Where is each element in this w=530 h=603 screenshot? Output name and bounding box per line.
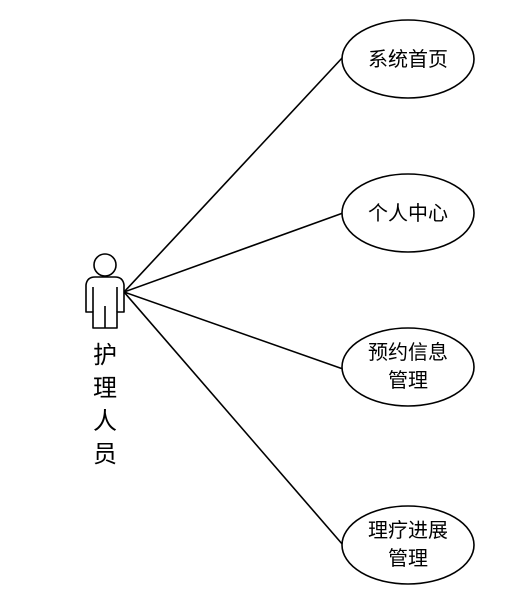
actor-icon — [85, 253, 125, 329]
association-lines — [123, 56, 344, 546]
use-case-personal-center[interactable]: 个人中心 — [341, 173, 475, 253]
use-case-treatment-progress-management[interactable]: 理疗进展 管理 — [341, 505, 475, 585]
use-case-appointment-management[interactable]: 预约信息 管理 — [341, 327, 475, 407]
actor-body — [85, 276, 125, 329]
actor-name-char: 人 — [93, 407, 117, 435]
use-case-ellipse — [341, 505, 475, 585]
actor-name-char: 护 — [93, 341, 117, 369]
use-case-label: 个人中心 — [368, 201, 448, 225]
use-case-label-line-2: 管理 — [388, 546, 428, 570]
use-case-ellipse — [341, 173, 475, 253]
association-line-system-home — [123, 56, 344, 293]
association-line-treatment-progress-management — [123, 291, 344, 546]
actor-name-char: 员 — [93, 440, 117, 468]
actor-name-char: 理 — [93, 374, 117, 402]
association-line-appointment-management — [123, 291, 344, 370]
use-case-label-line-1: 预约信息 — [368, 340, 448, 364]
use-case-ellipse — [341, 327, 475, 407]
use-case-ellipse — [341, 19, 475, 99]
use-case-label-line-2: 管理 — [388, 368, 428, 392]
actor-name: 护 理 人 员 — [93, 341, 117, 468]
use-case-label: 系统首页 — [368, 47, 448, 71]
use-case-system-home[interactable]: 系统首页 — [341, 19, 475, 99]
use-case-label-line-1: 理疗进展 — [368, 518, 448, 542]
association-line-personal-center — [123, 212, 344, 293]
actor-head — [93, 253, 117, 277]
